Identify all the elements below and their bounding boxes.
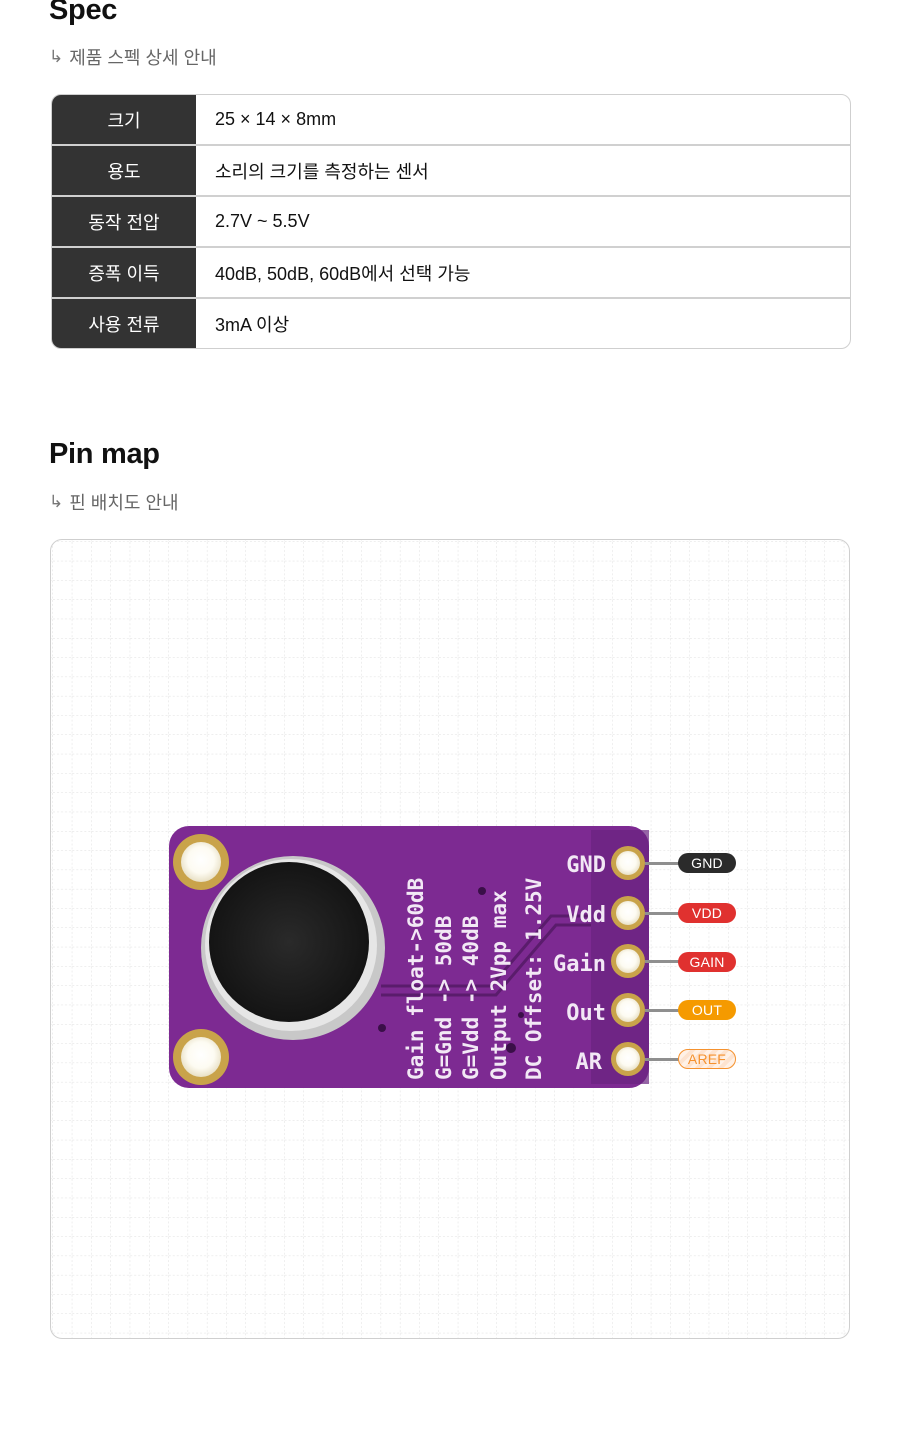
spec-row: 용도 소리의 크기를 측정하는 센서 [52,144,850,195]
spec-table: 크기 25 × 14 × 8mm 용도 소리의 크기를 측정하는 센서 동작 전… [51,94,851,349]
pin-badge-gain: GAIN [678,952,736,972]
spec-label: 크기 [52,95,196,144]
spec-value: 2.7V ~ 5.5V [215,211,310,231]
microphone-module-image: Gain float->60dB G=Gnd -> 50dB G=Vdd -> … [169,826,649,1088]
pin-badge-out: OUT [678,1000,736,1020]
pin-leader-line [645,1009,679,1012]
spec-row: 증폭 이득 40dB, 50dB, 60dB에서 선택 가능 [52,246,850,297]
spec-label: 사용 전류 [52,299,196,348]
pin-pad [611,1042,645,1076]
pin-pad [611,944,645,978]
silkscreen-pin-label: Gain [553,952,606,977]
pin-badge-gnd: GND [678,853,736,873]
return-arrow-icon: ↳ [49,47,64,66]
spec-label: 용도 [52,146,196,195]
spec-subtitle-text: 제품 스펙 상세 안내 [69,48,217,68]
mounting-hole [173,834,229,890]
spec-value: 소리의 크기를 측정하는 센서 [215,161,429,182]
silkscreen-pin-label: Out [566,1001,606,1026]
spec-subtitle: ↳ 제품 스펙 상세 안내 [49,44,217,70]
pin-badge-vdd: VDD [678,903,736,923]
spec-section-title: Spec [49,0,118,26]
pinmap-canvas: Gain float->60dB G=Gnd -> 50dB G=Vdd -> … [50,539,850,1339]
spec-label: 증폭 이득 [52,248,196,297]
return-arrow-icon: ↳ [49,492,64,511]
silkscreen-note: DC Offset: 1.25V [522,877,546,1080]
spec-value: 25 × 14 × 8mm [215,109,337,129]
pin-pad [611,846,645,880]
pin-leader-line [645,862,679,865]
silkscreen-note: G=Gnd -> 50dB [432,916,456,1080]
spec-row: 크기 25 × 14 × 8mm [52,95,850,144]
mounting-hole [173,1029,229,1085]
pin-pad [611,993,645,1027]
silkscreen-note: G=Vdd -> 40dB [459,916,483,1080]
pinmap-section-title: Pin map [49,438,160,470]
spec-row: 사용 전류 3mA 이상 [52,297,850,348]
spec-value: 3mA 이상 [215,314,290,335]
spec-row: 동작 전압 2.7V ~ 5.5V [52,195,850,246]
microphone-capsule [201,856,385,1040]
silkscreen-note: Gain float->60dB [404,878,428,1080]
pinmap-subtitle: ↳ 핀 배치도 안내 [49,489,179,515]
pin-pad [611,896,645,930]
pinmap-subtitle-text: 핀 배치도 안내 [69,493,179,513]
pin-leader-line [645,912,679,915]
pin-leader-line [645,1058,679,1061]
silkscreen-note: Output 2Vpp max [487,890,511,1080]
spec-label: 동작 전압 [52,197,196,246]
silkscreen-pin-label: GND [566,853,606,878]
pin-leader-line [645,960,679,963]
silkscreen-pin-label: AR [576,1050,603,1075]
silkscreen-pin-label: Vdd [566,903,606,928]
spec-value: 40dB, 50dB, 60dB에서 선택 가능 [215,263,471,284]
pin-badge-aref: AREF [678,1049,736,1069]
